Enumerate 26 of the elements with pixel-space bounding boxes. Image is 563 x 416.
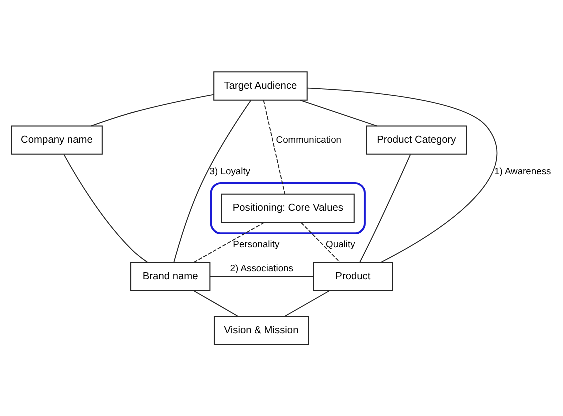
node-box: Product Category: [366, 125, 468, 154]
node-box: Product: [313, 262, 394, 291]
edge-label: Personality: [233, 238, 280, 249]
connector: [91, 94, 214, 126]
connector: [360, 154, 412, 262]
connector: [300, 222, 341, 262]
connector: [193, 290, 239, 317]
connector: [300, 99, 378, 126]
connector: [284, 290, 330, 317]
edge-label: Quality: [326, 238, 356, 249]
connector: [210, 276, 314, 277]
node-box: Brand name: [130, 262, 211, 291]
connector: [174, 100, 252, 262]
node-box: Vision & Mission: [214, 316, 310, 345]
edge-label: 1) Awareness: [494, 164, 552, 176]
cluster: [210, 182, 366, 234]
edge-label: 2) Associations: [230, 262, 294, 274]
edge-label: Communication: [276, 133, 342, 144]
connector: [64, 154, 148, 262]
node-box: Target Audience: [214, 71, 308, 100]
node-box: Positioning: Core Values: [221, 193, 355, 223]
connector: [194, 222, 265, 263]
node-box: Company name: [11, 125, 103, 154]
edge-label: 3) Loyalty: [210, 164, 251, 176]
connector: [307, 87, 498, 262]
connector: [263, 99, 286, 194]
